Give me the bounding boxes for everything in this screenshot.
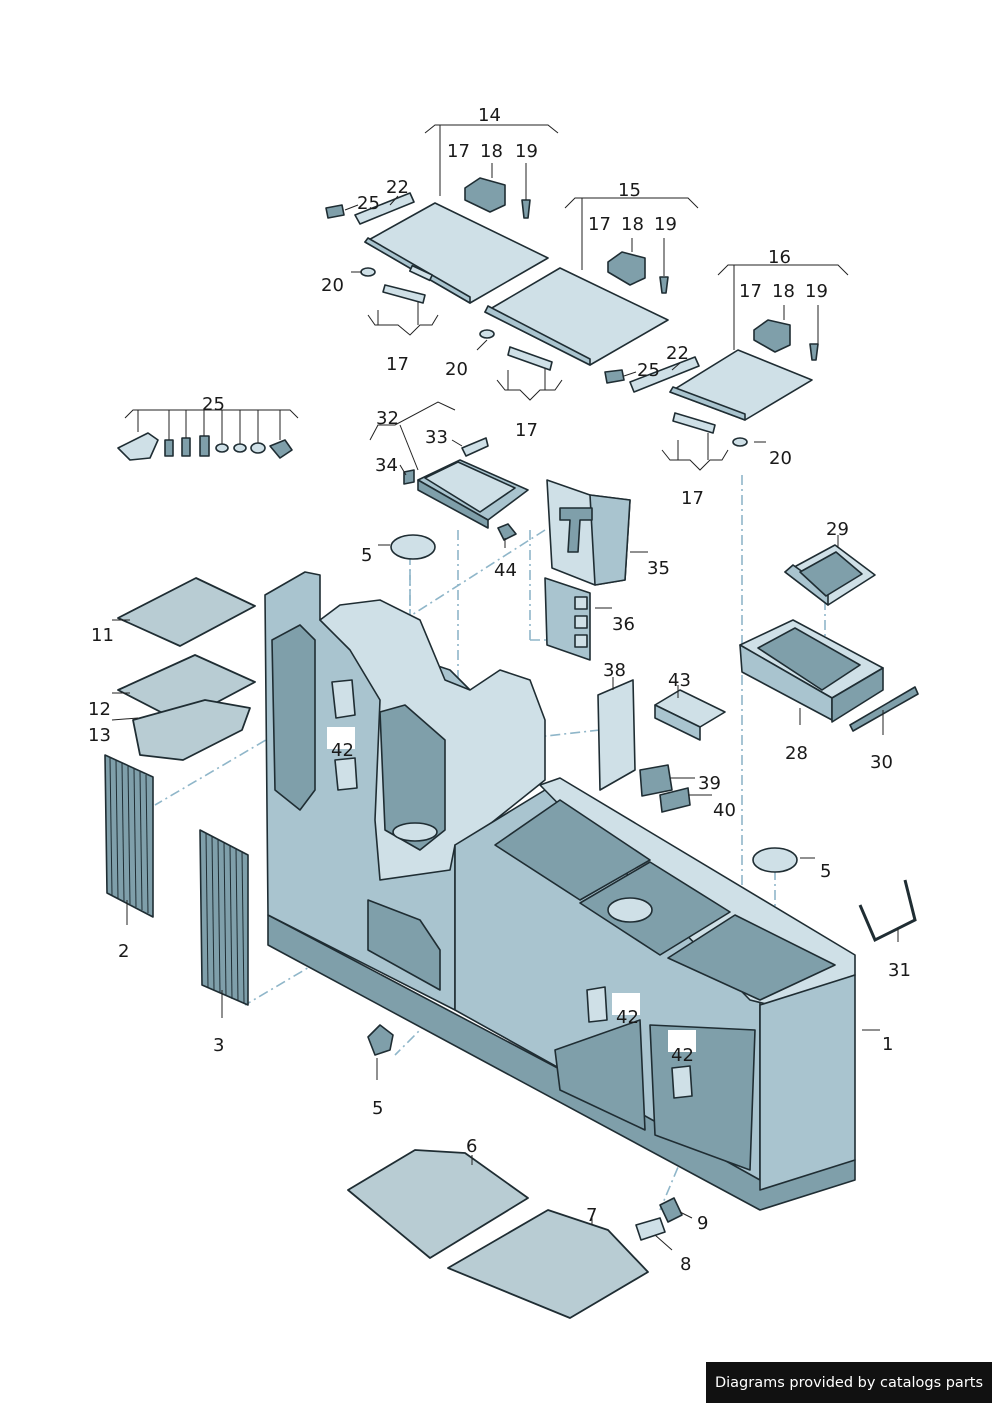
callout-7: 7 — [586, 1205, 597, 1226]
roller-blind-2 — [104, 754, 154, 918]
callout-20: 20 — [445, 359, 468, 380]
callout-9: 9 — [697, 1213, 708, 1234]
lid-16 — [669, 349, 813, 421]
callout-17: 17 — [386, 354, 409, 375]
rail-30 — [849, 686, 919, 732]
clips — [639, 764, 691, 813]
cup-holder — [635, 1197, 683, 1241]
callout-18: 18 — [480, 141, 503, 162]
callout-3: 3 — [213, 1035, 224, 1056]
callout-42: 42 — [331, 740, 354, 761]
roller-blind-3 — [199, 829, 249, 1006]
callout-42: 42 — [616, 1007, 639, 1028]
callout-19: 19 — [805, 281, 828, 302]
callout-1: 1 — [882, 1034, 893, 1055]
callout-22: 22 — [386, 177, 409, 198]
callout-17: 17 — [515, 420, 538, 441]
callout-17: 17 — [739, 281, 762, 302]
mirror-38 — [597, 679, 636, 791]
callout-35: 35 — [647, 558, 670, 579]
document-folder — [544, 479, 631, 661]
callout-42: 42 — [671, 1045, 694, 1066]
callout-30: 30 — [870, 752, 893, 773]
callout-11: 11 — [91, 625, 114, 646]
callout-5: 5 — [361, 545, 372, 566]
callout-19: 19 — [654, 214, 677, 235]
callout-29: 29 — [826, 519, 849, 540]
callout-17: 17 — [681, 488, 704, 509]
callout-15: 15 — [618, 180, 641, 201]
callout-13: 13 — [88, 725, 111, 746]
attribution-text: Diagrams provided by catalogs parts — [714, 1374, 984, 1391]
hardware-set — [117, 432, 293, 461]
callout-2: 2 — [118, 941, 129, 962]
console-body — [264, 571, 856, 1211]
attribution-footer: Diagrams provided by catalogs parts — [706, 1362, 992, 1403]
callout-8: 8 — [680, 1254, 691, 1275]
callout-22: 22 — [666, 343, 689, 364]
callout-5: 5 — [820, 861, 831, 882]
callout-40: 40 — [713, 800, 736, 821]
callout-18: 18 — [621, 214, 644, 235]
lid-14 — [364, 202, 549, 304]
tray-29 — [784, 544, 876, 606]
floor-mats — [347, 1149, 649, 1319]
callout-16: 16 — [768, 247, 791, 268]
callout-12: 12 — [88, 699, 111, 720]
callout-5: 5 — [372, 1098, 383, 1119]
leader-lines — [111, 124, 899, 1251]
covers — [367, 534, 798, 1056]
callout-33: 33 — [425, 427, 448, 448]
gas-struts — [325, 192, 700, 393]
inlay-box — [403, 437, 529, 541]
callout-34: 34 — [375, 455, 398, 476]
callouts: 14 17 18 19 15 17 18 19 16 17 18 19 22 2… — [88, 105, 911, 1275]
drawer-28 — [739, 619, 884, 723]
callout-18: 18 — [772, 281, 795, 302]
handles — [382, 284, 716, 434]
callout-44: 44 — [494, 560, 517, 581]
bracket-31 — [858, 879, 917, 943]
lid-15 — [484, 267, 669, 366]
callout-17: 17 — [588, 214, 611, 235]
washers — [360, 267, 748, 447]
callout-25: 25 — [637, 360, 660, 381]
callout-20: 20 — [769, 448, 792, 469]
callout-39: 39 — [698, 773, 721, 794]
callout-14: 14 — [478, 105, 501, 126]
callout-31: 31 — [888, 960, 911, 981]
callout-25: 25 — [202, 394, 225, 415]
callout-43: 43 — [668, 670, 691, 691]
callout-32: 32 — [376, 408, 399, 429]
callout-17: 17 — [447, 141, 470, 162]
callout-36: 36 — [612, 614, 635, 635]
mats-upper — [117, 577, 256, 761]
callout-25: 25 — [357, 193, 380, 214]
callout-28: 28 — [785, 743, 808, 764]
screws — [521, 199, 819, 361]
callout-20: 20 — [321, 275, 344, 296]
callout-6: 6 — [466, 1136, 477, 1157]
callout-38: 38 — [603, 660, 626, 681]
hinges — [464, 177, 791, 353]
pad-43 — [654, 689, 726, 741]
callout-19: 19 — [515, 141, 538, 162]
